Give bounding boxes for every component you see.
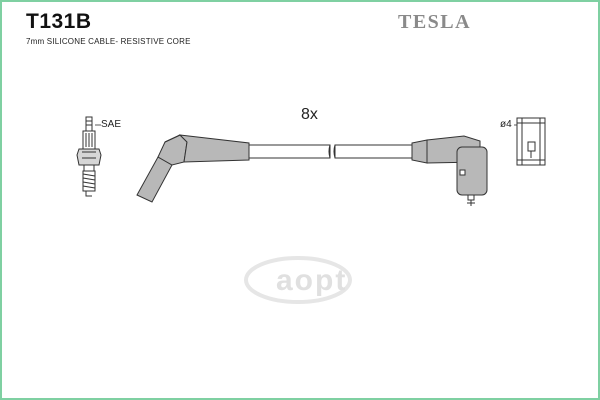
cable-spec: 7mm SILICONE CABLE- RESISTIVE CORE bbox=[26, 37, 191, 46]
terminal-diameter-label: ø4 bbox=[500, 119, 512, 130]
brand-logo: TESLA bbox=[398, 11, 472, 33]
angled-boot-icon bbox=[136, 134, 250, 203]
quantity-label: 8x bbox=[301, 106, 318, 123]
part-code: T131B bbox=[26, 10, 92, 33]
terminal-icon bbox=[516, 117, 546, 166]
right-angle-boot-icon bbox=[411, 135, 488, 206]
watermark-text: aopt bbox=[276, 264, 348, 297]
ignition-cable bbox=[248, 144, 413, 159]
spark-plug-label: SAE bbox=[101, 119, 122, 130]
spark-plug-icon bbox=[76, 116, 102, 197]
